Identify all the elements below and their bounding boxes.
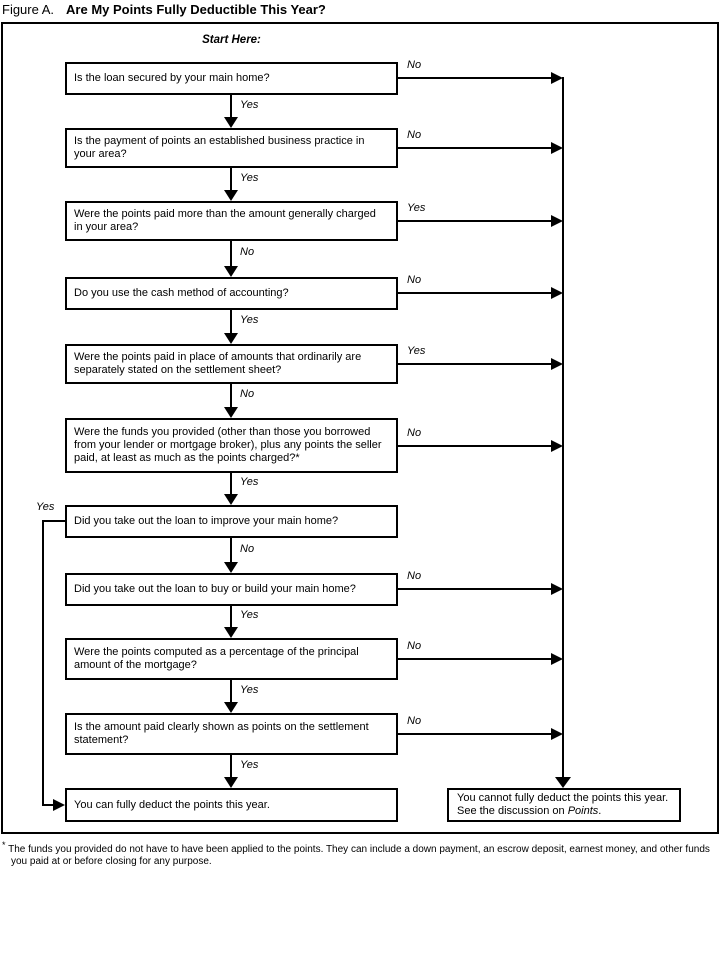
flow-box-text: Were the points paid in place of amounts…	[74, 351, 362, 376]
flow-box-text: You can fully deduct the points this yea…	[74, 798, 270, 811]
branch-label-no: No	[407, 570, 422, 582]
branch-label-yes: Yes	[240, 172, 259, 184]
connector-line	[230, 310, 232, 335]
flow-box-text: Were the points paid more than the amoun…	[74, 208, 376, 233]
flow-box-text: Were the funds you provided (other than …	[74, 426, 382, 464]
branch-label-yes: Yes	[240, 99, 259, 111]
arrow-right-icon	[53, 799, 65, 811]
arrow-right-icon	[551, 72, 563, 84]
arrow-down-icon	[224, 562, 238, 573]
arrow-right-icon	[551, 358, 563, 370]
flow-box-buy-build-home: Did you take out the loan to buy or buil…	[65, 573, 398, 606]
arrow-down-icon	[224, 117, 238, 128]
arrow-down-icon	[224, 702, 238, 713]
branch-label-yes: Yes	[240, 684, 259, 696]
arrow-down-icon	[224, 266, 238, 277]
branch-label-no: No	[407, 427, 422, 439]
connector-line	[398, 658, 551, 660]
arrow-down-icon	[224, 407, 238, 418]
figure-label: Figure A.	[2, 2, 55, 17]
footnote-text: The funds you provided do not have to ha…	[8, 844, 710, 867]
flow-box-improve-home: Did you take out the loan to improve you…	[65, 505, 398, 538]
flow-box-text: Is the payment of points an established …	[74, 135, 365, 160]
arrow-down-icon	[224, 494, 238, 505]
figure-title-text: Are My Points Fully Deductible This Year…	[66, 2, 326, 17]
connector-line	[230, 755, 232, 779]
connector-line	[398, 292, 551, 294]
figure-title: Figure A. Are My Points Fully Deductible …	[2, 1, 326, 19]
connector-line	[230, 680, 232, 704]
connector-line	[398, 363, 551, 365]
flow-box-points-more-than-charged: Were the points paid more than the amoun…	[65, 201, 398, 241]
flow-box-loan-secured: Is the loan secured by your main home?	[65, 62, 398, 95]
flow-box-business-practice: Is the payment of points an established …	[65, 128, 398, 168]
cannot-deduct-text: You cannot fully deduct the points this …	[457, 792, 669, 817]
flow-box-text: Is the amount paid clearly shown as poin…	[74, 721, 369, 746]
arrow-down-icon	[224, 627, 238, 638]
branch-label-yes: Yes	[407, 345, 426, 357]
connector-line	[230, 384, 232, 409]
branch-label-yes: Yes	[407, 202, 426, 214]
arrow-right-icon	[551, 440, 563, 452]
branch-label-no: No	[407, 59, 422, 71]
arrow-right-icon	[551, 215, 563, 227]
flow-box-can-deduct-result: You can fully deduct the points this yea…	[65, 788, 398, 822]
branch-label-no: No	[240, 388, 255, 400]
branch-label-yes: Yes	[240, 759, 259, 771]
connector-line	[230, 168, 232, 192]
connector-line	[42, 804, 54, 806]
branch-label-no: No	[407, 274, 422, 286]
arrow-right-icon	[551, 728, 563, 740]
flow-box-text: Did you take out the loan to improve you…	[74, 515, 339, 527]
connector-line	[398, 445, 551, 447]
arrow-down-icon	[224, 190, 238, 201]
branch-label-yes: Yes	[240, 314, 259, 326]
branch-label-no: No	[407, 129, 422, 141]
arrow-down-icon	[224, 333, 238, 344]
connector-line	[42, 520, 66, 522]
arrow-right-icon	[551, 583, 563, 595]
connector-line	[230, 606, 232, 629]
flow-box-percentage-principal: Were the points computed as a percentage…	[65, 638, 398, 680]
flow-box-funds-provided: Were the funds you provided (other than …	[65, 418, 398, 473]
branch-label-no: No	[407, 640, 422, 652]
cannot-deduct-text-end: .	[598, 805, 602, 817]
arrow-down-icon	[555, 777, 571, 788]
arrow-down-icon	[224, 777, 238, 788]
flow-box-text: You cannot fully deduct the points this …	[449, 792, 679, 818]
connector-line	[398, 147, 551, 149]
flow-box-text: Is the loan secured by your main home?	[74, 72, 270, 84]
flow-box-cash-method: Do you use the cash method of accounting…	[65, 277, 398, 310]
footnote-marker: *	[2, 840, 6, 850]
arrow-right-icon	[551, 142, 563, 154]
flow-box-text: Do you use the cash method of accounting…	[74, 287, 289, 299]
branch-label-yes: Yes	[36, 501, 55, 513]
flow-box-in-place-of-amounts: Were the points paid in place of amounts…	[65, 344, 398, 384]
connector-line	[230, 241, 232, 268]
start-here-label: Start Here:	[202, 34, 261, 46]
connector-line	[398, 220, 551, 222]
connector-line	[398, 733, 551, 735]
arrow-right-icon	[551, 653, 563, 665]
rail-line	[562, 77, 564, 779]
footnote: * The funds you provided do not have to …	[2, 840, 721, 867]
flow-box-text: Were the points computed as a percentage…	[74, 646, 359, 671]
branch-label-no: No	[407, 715, 422, 727]
flow-box-text: Did you take out the loan to buy or buil…	[74, 583, 356, 595]
connector-line	[42, 520, 44, 806]
chart-border	[1, 22, 719, 834]
arrow-right-icon	[551, 287, 563, 299]
connector-line	[398, 77, 551, 79]
points-reference: Points	[567, 805, 599, 817]
connector-line	[230, 538, 232, 564]
connector-line	[230, 473, 232, 496]
branch-label-yes: Yes	[240, 609, 259, 621]
branch-label-no: No	[240, 246, 255, 258]
flow-box-cannot-deduct-result: You cannot fully deduct the points this …	[447, 788, 681, 822]
connector-line	[398, 588, 551, 590]
branch-label-yes: Yes	[240, 476, 259, 488]
connector-line	[230, 95, 232, 119]
flow-box-shown-on-statement: Is the amount paid clearly shown as poin…	[65, 713, 398, 755]
branch-label-no: No	[240, 543, 255, 555]
